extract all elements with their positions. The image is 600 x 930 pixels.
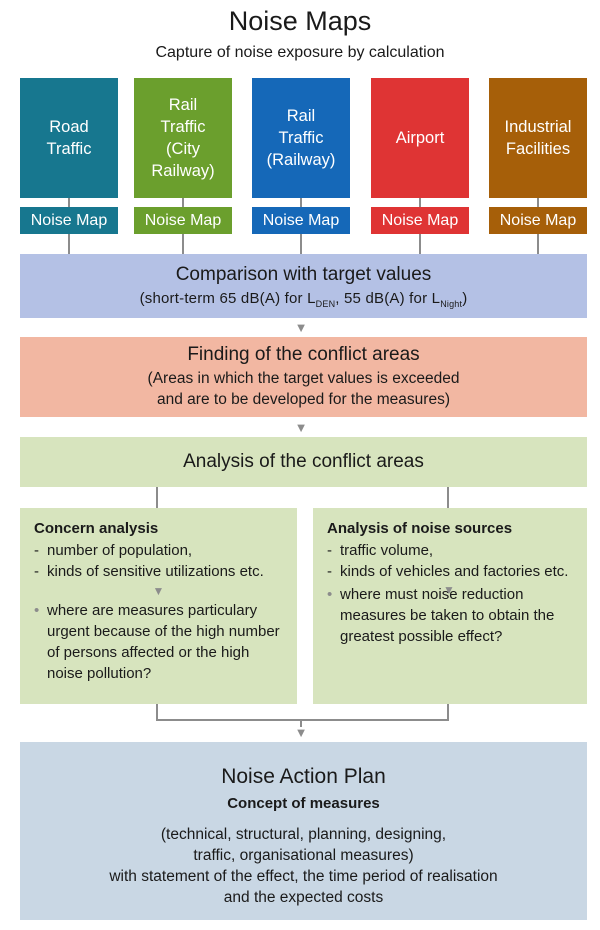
connector-line	[182, 198, 184, 207]
concern-item: kinds of sensitive utilizations etc.	[34, 561, 283, 582]
comparison-title: Comparison with target values	[175, 263, 432, 285]
noise-map-city-railway: Noise Map	[134, 207, 232, 234]
connector-line	[419, 198, 421, 207]
source-rail-city-railway: Rail Traffic (City Railway)	[134, 78, 232, 198]
connector-line	[447, 487, 449, 508]
comparison-subscript-night: Night	[440, 298, 463, 309]
conflict-title: Finding of the conflict areas	[187, 344, 420, 365]
plan-title: Noise Action Plan	[221, 764, 386, 788]
noise-map-road: Noise Map	[20, 207, 118, 234]
diagram-title: Noise Maps	[228, 6, 372, 36]
inner-arrow-icon: ▼	[152, 584, 165, 598]
comparison-detail-prefix: (short-term 65 dB(A) for L	[139, 289, 316, 307]
concern-analysis-title: Concern analysis	[34, 520, 159, 537]
connector-line	[300, 234, 302, 254]
comparison-box: Comparison with target values (short-ter…	[20, 254, 587, 318]
comparison-detail-suffix: )	[462, 289, 468, 307]
concern-analysis-panel: Concern analysis number of population, k…	[20, 508, 297, 704]
flow-arrow-icon: ▼	[294, 420, 308, 435]
noise-sources-panel: Analysis of noise sources traffic volume…	[313, 508, 587, 704]
noise-source-item: traffic volume,	[327, 540, 573, 561]
noise-source-item: kinds of vehicles and factories etc.	[327, 561, 573, 582]
connector-line	[537, 234, 539, 254]
inner-arrow-icon: ▼	[443, 583, 455, 597]
connector-line	[156, 704, 158, 721]
connector-line	[68, 234, 70, 254]
diagram-subtitle: Capture of noise exposure by calculation	[155, 44, 445, 61]
noise-action-plan-box: Noise Action Plan Concept of measures (t…	[20, 742, 587, 920]
conflict-detail: (Areas in which the target values is exc…	[147, 370, 460, 408]
connector-line	[419, 234, 421, 254]
source-airport: Airport	[371, 78, 469, 198]
connector-line	[300, 719, 302, 727]
comparison-subscript-den: DEN	[315, 298, 336, 309]
connector-line	[537, 198, 539, 207]
plan-body: (technical, structural, planning, design…	[109, 825, 498, 906]
source-road-traffic: Road Traffic	[20, 78, 118, 198]
noise-map-airport: Noise Map	[371, 207, 469, 234]
comparison-detail: (short-term 65 dB(A) for LDEN, 55 dB(A) …	[140, 290, 468, 309]
conflict-finding-box: Finding of the conflict areas (Areas in …	[20, 337, 587, 417]
source-rail-railway: Rail Traffic (Railway)	[252, 78, 350, 198]
connector-line	[182, 234, 184, 254]
noise-map-railway: Noise Map	[252, 207, 350, 234]
plan-subtitle: Concept of measures	[227, 794, 380, 812]
merge-line	[156, 719, 449, 721]
concern-item: number of population,	[34, 540, 283, 561]
connector-line	[68, 198, 70, 207]
noise-sources-title: Analysis of noise sources	[327, 520, 513, 537]
source-industrial-facilities: Industrial Facilities	[489, 78, 587, 198]
flow-arrow-icon: ▼	[294, 320, 308, 335]
noise-map-industrial: Noise Map	[489, 207, 587, 234]
concern-question: where are measures particulary urgent be…	[34, 600, 283, 684]
noise-sources-question: where must noise reduction measures be t…	[327, 584, 573, 647]
flow-arrow-icon: ▼	[294, 725, 308, 740]
connector-line	[447, 704, 449, 721]
comparison-detail-mid: , 55 dB(A) for L	[335, 289, 441, 307]
connector-line	[156, 487, 158, 508]
analysis-box: Analysis of the conflict areas	[20, 437, 587, 487]
connector-line	[300, 198, 302, 207]
